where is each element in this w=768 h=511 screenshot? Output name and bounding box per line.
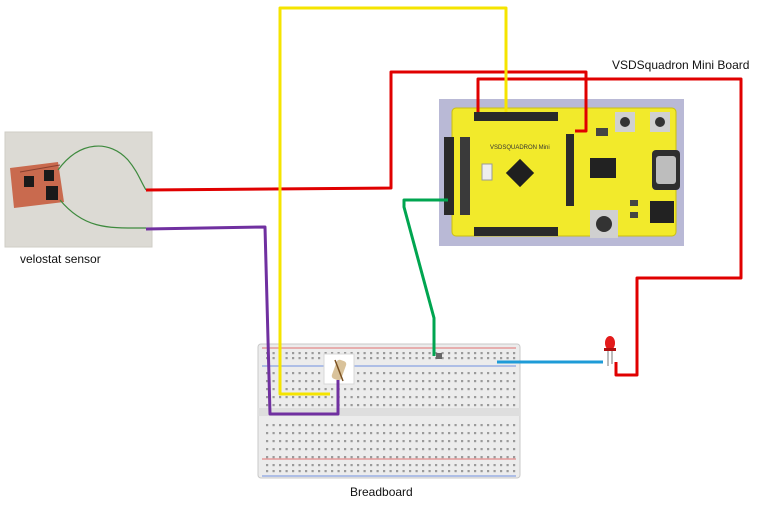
breadboard-label: Breadboard bbox=[350, 485, 413, 499]
yellow-wire bbox=[278, 6, 508, 396]
velostat-sensor-photo bbox=[4, 131, 153, 248]
led bbox=[604, 336, 616, 366]
board-label: VSDSquadron Mini Board bbox=[612, 58, 750, 72]
purple-wire bbox=[145, 225, 340, 416]
sensor-label: velostat sensor bbox=[20, 252, 101, 266]
board-silkscreen-text: VSDSQUADRON Mini bbox=[490, 145, 550, 151]
red-wire bbox=[145, 70, 588, 192]
breadboard-image bbox=[257, 343, 521, 479]
vsdsquadron-mini-board: VSDSQUADRON Mini bbox=[439, 99, 684, 246]
red-wire-vcc bbox=[476, 77, 743, 377]
green-wire bbox=[402, 198, 448, 356]
resistor bbox=[323, 353, 355, 385]
